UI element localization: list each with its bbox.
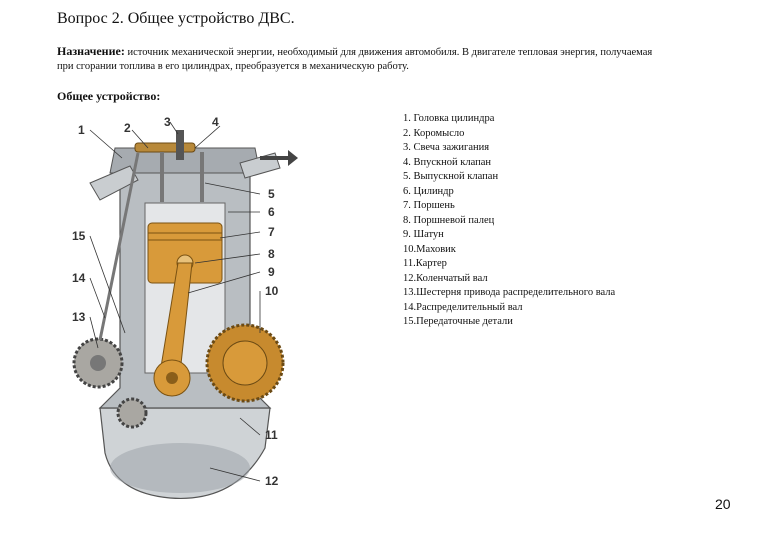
exhaust-valve bbox=[200, 152, 204, 202]
crank-gear bbox=[116, 397, 148, 429]
spark-plug bbox=[176, 130, 184, 160]
list-item: 3. Свеча зажигания bbox=[403, 142, 490, 153]
figure-number: 7 bbox=[268, 225, 275, 239]
engine-diagram: 1 2 3 4 5 6 7 8 9 10 11 12 13 14 15 bbox=[72, 115, 298, 500]
figure-number: 1 bbox=[78, 123, 85, 137]
list-item: 9. Шатун bbox=[403, 229, 444, 240]
pushrod bbox=[98, 152, 140, 341]
figure-number: 4 bbox=[212, 115, 219, 129]
figure-number: 2 bbox=[124, 121, 131, 135]
figure-number: 15 bbox=[72, 229, 86, 243]
purpose-paragraph: Назначение: источник механической энерги… bbox=[57, 44, 667, 74]
list-item: 7. Поршень bbox=[403, 200, 455, 211]
figure-number: 10 bbox=[265, 284, 279, 298]
list-item: 1. Головка цилиндра bbox=[403, 113, 495, 124]
figure-number: 3 bbox=[164, 115, 171, 129]
list-item: 2. Коромысло bbox=[403, 127, 465, 139]
list-item: 10.Маховик bbox=[403, 243, 456, 255]
purpose-label: Назначение: bbox=[57, 44, 125, 58]
intake-port bbox=[89, 165, 139, 201]
list-item: 11.Картер bbox=[403, 258, 447, 269]
list-item: 14.Распределительный вал bbox=[403, 301, 523, 313]
list-item: 6. Цилиндр bbox=[403, 185, 454, 197]
list-item: 12.Коленчатый вал bbox=[403, 272, 488, 284]
figure-number: 8 bbox=[268, 247, 275, 261]
figure-number: 13 bbox=[72, 310, 86, 324]
purpose-text: источник механической энергии, необходим… bbox=[57, 47, 653, 72]
figure-number: 12 bbox=[265, 474, 279, 488]
list-item: 13.Шестерня привода распределительного в… bbox=[403, 287, 616, 298]
page-title: Вопрос 2. Общее устройство ДВС. bbox=[57, 10, 295, 27]
crankcase-shadow bbox=[110, 443, 250, 493]
figure-number: 11 bbox=[265, 428, 278, 442]
figure-number: 9 bbox=[268, 265, 275, 279]
page-number: 20 bbox=[715, 496, 731, 512]
figure-number: 5 bbox=[268, 187, 275, 201]
list-item: 15.Передаточные детали bbox=[403, 316, 513, 327]
exhaust-arrow-icon bbox=[260, 150, 298, 166]
figure-number: 6 bbox=[268, 205, 275, 219]
list-item: 4. Впускной клапан bbox=[403, 156, 492, 168]
structure-heading: Общее устройство: bbox=[57, 89, 161, 103]
figure-number: 14 bbox=[72, 271, 86, 285]
list-item: 8. Поршневой палец bbox=[403, 214, 495, 226]
list-item: 5. Выпускной клапан bbox=[403, 171, 499, 182]
parts-list: 1. Головка цилиндра 2. Коромысло 3. Свеч… bbox=[403, 112, 615, 330]
intake-valve bbox=[160, 152, 164, 202]
rocker-arm bbox=[134, 142, 196, 153]
